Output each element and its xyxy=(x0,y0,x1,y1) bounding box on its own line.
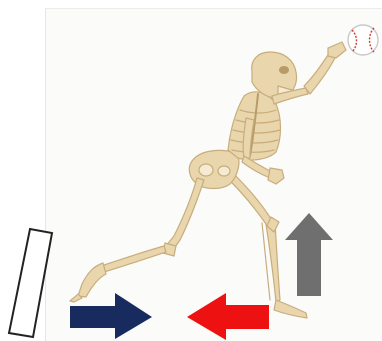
arrow-left-icon xyxy=(187,293,269,340)
arrow-up-icon xyxy=(285,213,333,296)
arrow-right-icon xyxy=(70,293,152,339)
baseball-icon xyxy=(348,25,378,55)
back-leg xyxy=(221,166,307,318)
front-leg xyxy=(70,178,204,302)
rib-cage xyxy=(228,92,281,160)
pitchers-rubber xyxy=(9,229,52,337)
